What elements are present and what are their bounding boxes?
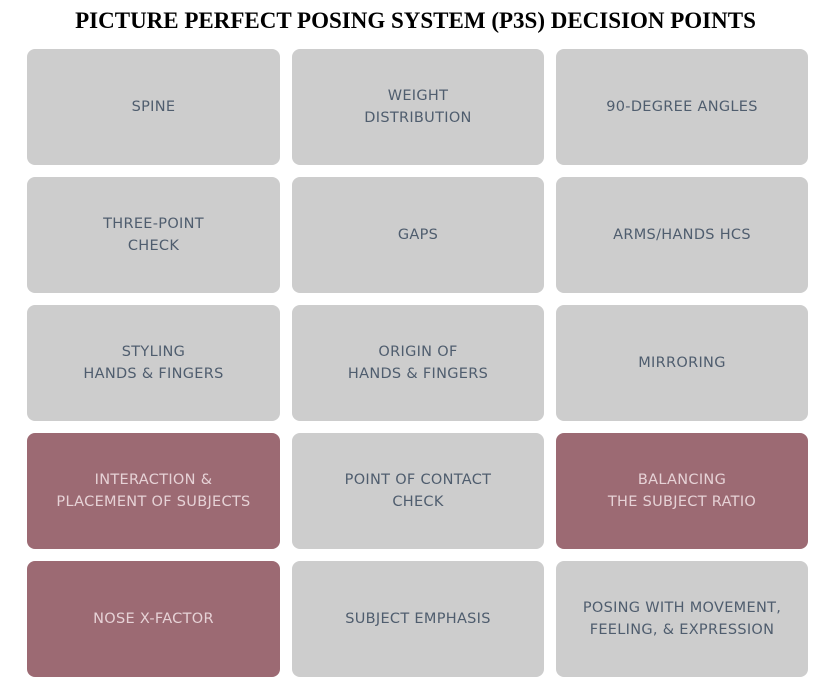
tile-arms-hands-hcs: ARMS/HANDS HCS	[556, 177, 808, 293]
tile-gaps: GAPS	[292, 177, 544, 293]
tile-point-of-contact-check: POINT OF CONTACT CHECK	[292, 433, 544, 549]
tile-origin-of-hands-fingers: ORIGIN OF HANDS & FINGERS	[292, 305, 544, 421]
tile-three-point-check: THREE-POINT CHECK	[27, 177, 280, 293]
tile-styling-hands-fingers: STYLING HANDS & FINGERS	[27, 305, 280, 421]
tile-balancing-subject-ratio: BALANCING THE SUBJECT RATIO	[556, 433, 808, 549]
tile-mirroring: MIRRORING	[556, 305, 808, 421]
tile-subject-emphasis: SUBJECT EMPHASIS	[292, 561, 544, 677]
tile-90-degree-angles: 90-DEGREE ANGLES	[556, 49, 808, 165]
tile-spine: SPINE	[27, 49, 280, 165]
page-title: PICTURE PERFECT POSING SYSTEM (P3S) DECI…	[75, 8, 756, 33]
tile-posing-with-movement: POSING WITH MOVEMENT, FEELING, & EXPRESS…	[556, 561, 808, 677]
tile-interaction-placement: INTERACTION & PLACEMENT OF SUBJECTS	[27, 433, 280, 549]
tile-weight-distribution: WEIGHT DISTRIBUTION	[292, 49, 544, 165]
tile-nose-x-factor: NOSE X-FACTOR	[27, 561, 280, 677]
decision-points-grid: SPINE WEIGHT DISTRIBUTION 90-DEGREE ANGL…	[27, 49, 808, 677]
